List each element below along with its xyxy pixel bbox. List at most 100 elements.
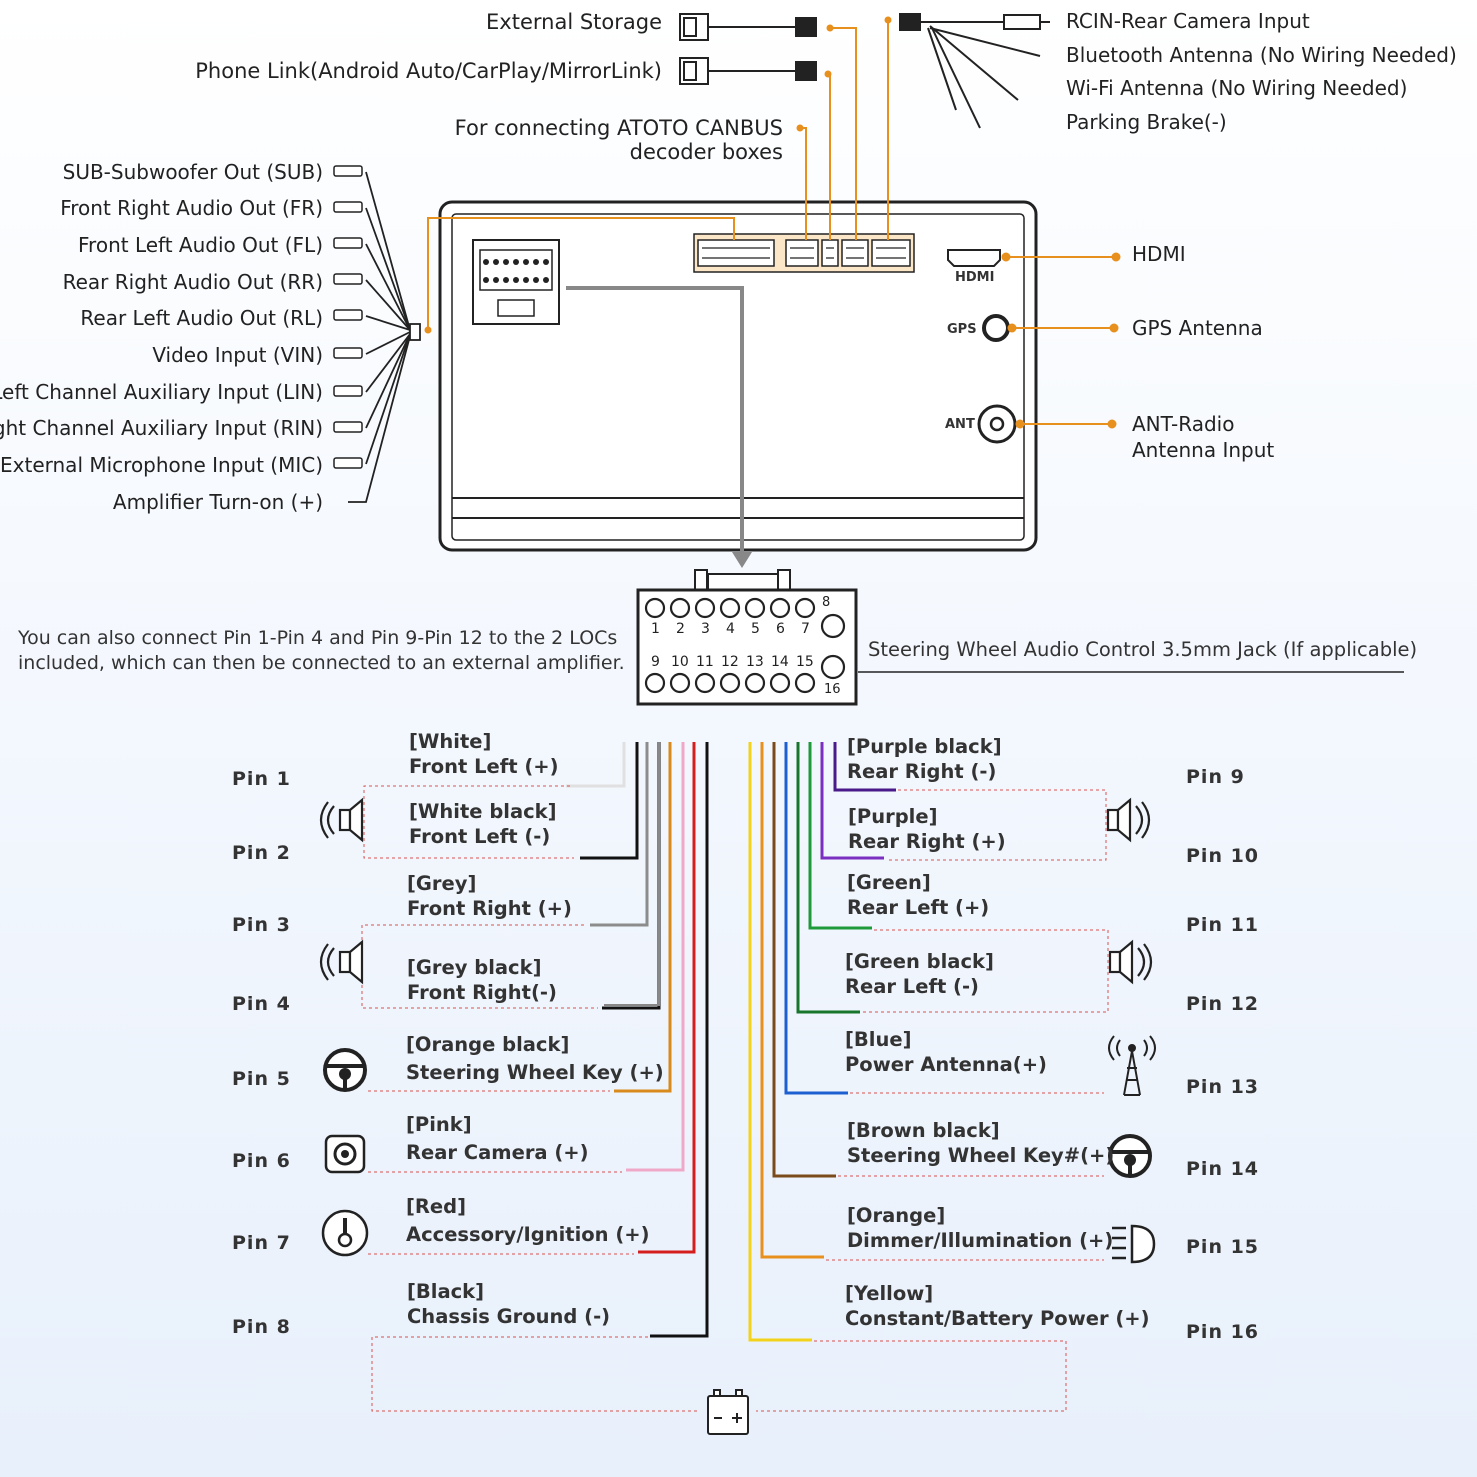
ant-label-2: Antenna Input xyxy=(1132,438,1275,462)
antenna-icon xyxy=(1108,1035,1156,1096)
pin-label: Pin 9 xyxy=(1186,766,1245,788)
right-port-leaders xyxy=(1001,252,1121,429)
external-storage-plug xyxy=(679,13,817,41)
hdmi-port-icon xyxy=(947,249,1001,267)
wire-label: [Yellow]Constant/Battery Power (+) xyxy=(845,1282,1150,1330)
steering-wheel-icon-2 xyxy=(1108,1134,1152,1178)
pin-number: 6 xyxy=(776,621,785,637)
dashed-guides xyxy=(361,785,1109,1412)
connector-teeth xyxy=(702,247,906,259)
wire-label: [Blue]Power Antenna(+) xyxy=(845,1028,1047,1076)
output-label-sub: SUB-Subwoofer Out (SUB) xyxy=(62,160,323,184)
right-wires xyxy=(748,742,896,1342)
wire-label: [Green black]Rear Left (-) xyxy=(845,950,994,998)
output-label-mic: External Microphone Input (MIC) xyxy=(0,453,323,477)
pin-label: Pin 15 xyxy=(1186,1236,1260,1258)
speaker-icon-front-left xyxy=(319,797,364,843)
output-label-amp: Amplifier Turn-on (+) xyxy=(112,490,323,514)
wire-label: [White black]Front Left (-) xyxy=(409,800,557,848)
battery-icon xyxy=(707,1389,749,1435)
output-label-lin: Left Channel Auxiliary Input (LIN) xyxy=(0,380,323,404)
gps-label: GPS Antenna xyxy=(1132,316,1263,340)
pin-label: Pin 12 xyxy=(1186,993,1260,1015)
pin-number: 15 xyxy=(796,654,814,670)
wire-label: [White]Front Left (+) xyxy=(409,730,559,778)
wire-label: [Grey black]Front Right(-) xyxy=(407,956,557,1004)
pin-number: 11 xyxy=(696,654,714,670)
pin-label: Pin 6 xyxy=(232,1150,291,1172)
speaker-icon-front-right xyxy=(319,939,364,985)
output-label-rin: Right Channel Auxiliary Input (RIN) xyxy=(0,416,323,440)
wire-label: [Orange]Dimmer/Illumination (+) xyxy=(847,1204,1114,1252)
pin-label: Pin 1 xyxy=(232,768,291,790)
phone-link-label: Phone Link(Android Auto/CarPlay/MirrorLi… xyxy=(195,59,662,83)
pin-label: Pin 3 xyxy=(232,914,291,936)
wire-label: [Pink]Rear Camera (+) xyxy=(406,1113,589,1164)
pin-label: Pin 14 xyxy=(1186,1158,1260,1180)
gps-port-label: GPS xyxy=(947,322,977,337)
pin-label: Pin 7 xyxy=(232,1232,291,1254)
pin-number: 2 xyxy=(676,621,685,637)
output-label-rr: Rear Right Audio Out (RR) xyxy=(62,270,323,294)
wire-label: [Grey]Front Right (+) xyxy=(407,872,572,920)
parking-brake-label: Parking Brake(-) xyxy=(1066,110,1227,134)
rca-bundle xyxy=(348,171,421,503)
ignition-icon xyxy=(321,1209,369,1257)
rca-plug-icons xyxy=(333,165,363,469)
pin-label: Pin 13 xyxy=(1186,1076,1260,1098)
output-label-fl: Front Left Audio Out (FL) xyxy=(78,233,323,257)
wire-label: [Red]Accessory/Ignition (+) xyxy=(406,1195,650,1246)
pin-number: 4 xyxy=(726,621,735,637)
pin-number: 13 xyxy=(746,654,764,670)
multi-pin-connectors xyxy=(693,233,915,273)
wire-label: [Green]Rear Left (+) xyxy=(847,871,990,919)
pin-label: Pin 8 xyxy=(232,1316,291,1338)
output-label-rl: Rear Left Audio Out (RL) xyxy=(80,306,323,330)
wire-label: [Purple black]Rear Right (-) xyxy=(847,735,1002,783)
pin-label: Pin 10 xyxy=(1186,845,1260,867)
left-wires xyxy=(566,742,709,1338)
output-label-vin: Video Input (VIN) xyxy=(152,343,323,367)
pin-number: 3 xyxy=(701,621,710,637)
ant-port-label: ANT xyxy=(945,417,975,432)
loc-note-2: included, which can then be connected to… xyxy=(18,652,625,674)
wire-label: [Purple]Rear Right (+) xyxy=(848,805,1006,853)
sixteen-pin-connector xyxy=(636,569,858,706)
loc-note-1: You can also connect Pin 1-Pin 4 and Pin… xyxy=(18,627,618,649)
gps-port-icon xyxy=(982,314,1010,342)
rcin-cable-bundle xyxy=(899,13,1050,129)
steering-wheel-icon xyxy=(323,1048,367,1092)
ant-label-1: ANT-Radio xyxy=(1132,412,1235,436)
speaker-icon-rear-right xyxy=(1106,797,1151,843)
pin-number: 16 xyxy=(824,682,841,697)
pin-number: 8 xyxy=(822,595,831,610)
pin-number: 7 xyxy=(801,621,810,637)
pin-label: Pin 16 xyxy=(1186,1321,1260,1343)
steering-jack-label: Steering Wheel Audio Control 3.5mm Jack … xyxy=(868,638,1418,661)
pin-number: 10 xyxy=(671,654,689,670)
speaker-icon-rear-left xyxy=(1108,939,1153,985)
bluetooth-label: Bluetooth Antenna (No Wiring Needed) xyxy=(1066,43,1457,67)
wire-label: [Orange black]Steering Wheel Key (+) xyxy=(406,1033,664,1084)
pin-label: Pin 11 xyxy=(1186,914,1260,936)
canbus-label-1: For connecting ATOTO CANBUS xyxy=(454,116,783,140)
wifi-label: Wi-Fi Antenna (No Wiring Needed) xyxy=(1066,76,1408,100)
hdmi-port-label: HDMI xyxy=(955,270,995,285)
pin-label: Pin 2 xyxy=(232,842,291,864)
harness-arrow xyxy=(566,286,744,560)
wire-label: [Black]Chassis Ground (-) xyxy=(407,1280,611,1328)
output-label-fr: Front Right Audio Out (FR) xyxy=(60,196,323,220)
pin-label: Pin 4 xyxy=(232,993,291,1015)
top-leader-dots xyxy=(424,16,892,334)
pin-number: 14 xyxy=(771,654,789,670)
pin-label: Pin 5 xyxy=(232,1068,291,1090)
pin-number: 9 xyxy=(651,654,660,670)
external-storage-label: External Storage xyxy=(486,10,662,34)
dimmer-icon xyxy=(1112,1224,1156,1264)
rcin-label: RCIN-Rear Camera Input xyxy=(1066,9,1310,33)
iso-socket xyxy=(472,239,560,325)
pin-number: 12 xyxy=(721,654,739,670)
canbus-label-2: decoder boxes xyxy=(629,140,783,164)
wire-label: [Brown black]Steering Wheel Key#(+) xyxy=(847,1119,1115,1167)
